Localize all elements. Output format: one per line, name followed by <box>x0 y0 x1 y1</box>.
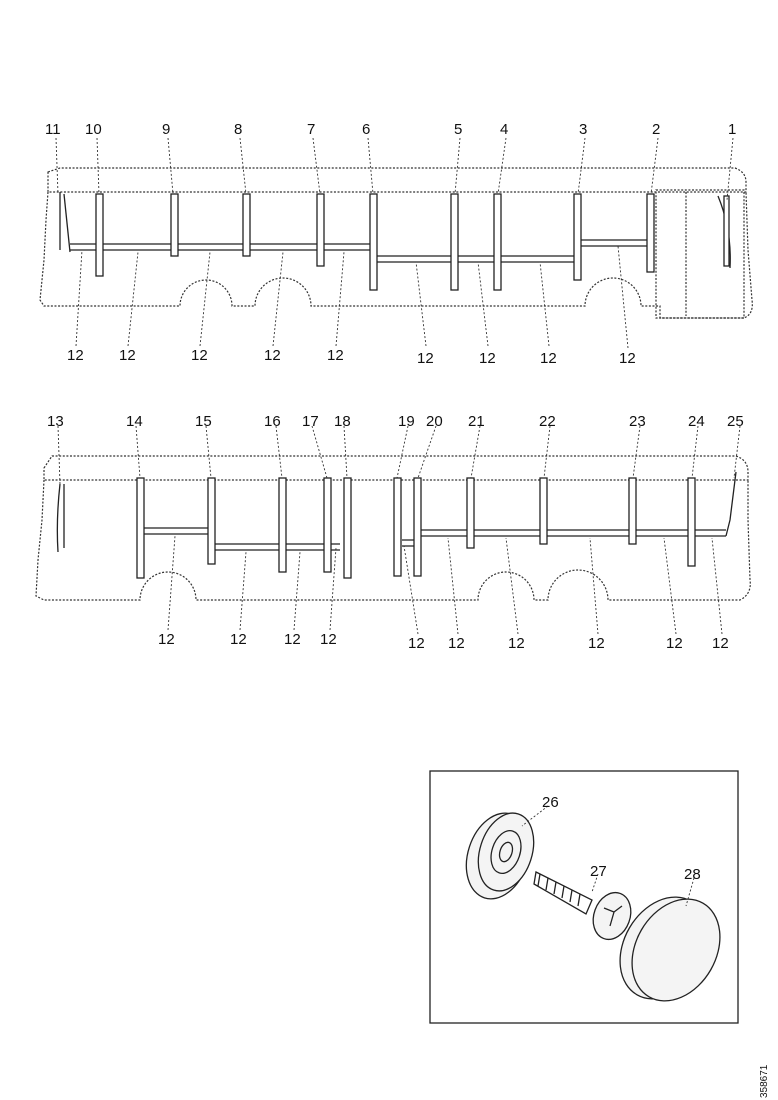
callout-label: 6 <box>362 121 370 138</box>
callout-label: 4 <box>500 121 508 138</box>
callout-label: 12 <box>508 635 525 652</box>
callout-label: 25 <box>727 413 744 430</box>
callout-label: 23 <box>629 413 646 430</box>
callout-label: 12 <box>264 347 281 364</box>
callout-label: 5 <box>454 121 462 138</box>
callout-label: 12 <box>448 635 465 652</box>
callout-label: 14 <box>126 413 143 430</box>
callout-label: 12 <box>666 635 683 652</box>
fastener-detail-inset: 26 27 28 <box>429 770 739 1024</box>
callout-label: 12 <box>320 631 337 648</box>
callout-label: 3 <box>579 121 587 138</box>
callout-label: 26 <box>542 794 559 811</box>
washer-part <box>465 812 535 900</box>
callout-label: 12 <box>67 347 84 364</box>
lower-bus-illustration <box>35 425 751 635</box>
upper-bus-top-labels: 11 10 9 8 7 6 5 4 3 2 1 <box>45 121 736 138</box>
callout-label: 21 <box>468 413 485 430</box>
callout-label: 12 <box>588 635 605 652</box>
cover-cap-part <box>619 896 721 1002</box>
callout-label: 10 <box>85 121 102 138</box>
callout-label: 17 <box>302 413 319 430</box>
callout-label: 12 <box>417 350 434 367</box>
callout-label: 12 <box>408 635 425 652</box>
callout-label: 20 <box>426 413 443 430</box>
callout-label: 12 <box>191 347 208 364</box>
callout-label: 16 <box>264 413 281 430</box>
callout-label: 12 <box>327 347 344 364</box>
upper-bus-illustration <box>39 137 753 349</box>
callout-label: 15 <box>195 413 212 430</box>
detail-frame <box>429 770 739 1024</box>
upper-bus-bottom-labels: 12 12 12 12 12 12 12 12 12 <box>67 347 636 367</box>
callout-label: 24 <box>688 413 705 430</box>
callout-label: 8 <box>234 121 242 138</box>
lower-bus-top-labels: 13 14 15 16 17 18 19 20 21 22 23 24 25 <box>47 413 744 430</box>
callout-label: 13 <box>47 413 64 430</box>
callout-label: 18 <box>334 413 351 430</box>
callout-label: 12 <box>158 631 175 648</box>
callout-label: 11 <box>45 121 61 138</box>
callout-label: 22 <box>539 413 556 430</box>
callout-label: 12 <box>619 350 636 367</box>
callout-label: 12 <box>479 350 496 367</box>
screw-part <box>533 871 632 941</box>
callout-label: 19 <box>398 413 415 430</box>
callout-label: 12 <box>712 635 729 652</box>
callout-label: 7 <box>307 121 315 138</box>
lower-bus-bottom-labels: 12 12 12 12 12 12 12 12 12 12 <box>158 631 729 652</box>
callout-label: 1 <box>728 121 736 138</box>
callout-label: 12 <box>119 347 136 364</box>
callout-label: 27 <box>590 863 607 880</box>
callout-label: 12 <box>284 631 301 648</box>
reference-number: 358671 <box>759 1064 770 1098</box>
callout-label: 28 <box>684 866 701 883</box>
callout-label: 2 <box>652 121 660 138</box>
callout-label: 12 <box>230 631 247 648</box>
callout-label: 9 <box>162 121 170 138</box>
callout-label: 12 <box>540 350 557 367</box>
